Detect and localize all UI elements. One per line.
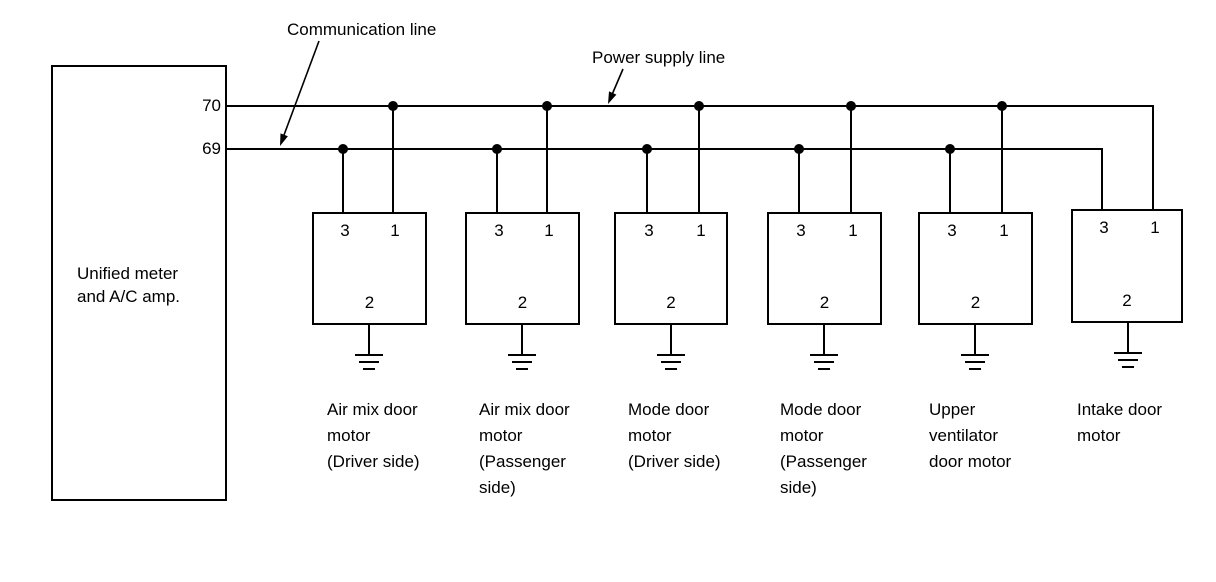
pin-69-label: 69 [202,139,221,158]
pin-2-label: 2 [1122,291,1132,310]
junction-dot [997,101,1007,111]
pin-1-label: 1 [390,221,400,240]
junction-dot [542,101,552,111]
unified-meter-label: Unified meter and A/C amp. [77,264,181,306]
junction-dot [794,144,804,154]
pin-1-label: 1 [999,221,1009,240]
pin-2-label: 2 [517,293,528,312]
pin3-wire [646,148,648,213]
pin-2-label: 2 [364,293,375,312]
pin-1-label: 1 [848,221,858,240]
pin-3-label: 3 [1099,218,1109,237]
pin1-wire [392,105,394,213]
pin-2-label: 2 [819,293,830,312]
motor-label: Upper ventilator door motor [929,400,1012,471]
power-arrow-head [608,91,617,104]
ground-symbol [354,325,384,371]
pin3-wire [342,148,344,213]
pin-1-label: 1 [696,221,706,240]
power-arrow-line [610,68,624,98]
motor-label: Mode door motor (Passenger side) [780,400,867,497]
pin-3-label: 3 [947,221,957,240]
junction-dot [694,101,704,111]
ground-symbol [1113,323,1143,369]
communication-line [226,148,1103,150]
communication-line-vertical [1101,148,1103,211]
motor-label: Intake door motor [1077,400,1163,445]
pin3-wire [949,148,951,213]
motor-box-mode-driver: 3 1 2 [614,212,728,325]
pin-3-label: 3 [644,221,654,240]
junction-dot [492,144,502,154]
pin1-wire [546,105,548,213]
unified-meter-box [51,65,227,501]
pin3-wire [496,148,498,213]
motor-label: Mode door motor (Driver side) [628,400,721,471]
pin-1-label: 1 [1150,218,1160,237]
pin-3-label: 3 [494,221,504,240]
power-supply-line [226,105,1154,107]
junction-dot [846,101,856,111]
pin-2-label: 2 [666,293,676,312]
communication-arrow-head [280,133,288,146]
ground-symbol [809,325,839,371]
motor-label: Air mix door motor (Driver side) [327,400,420,471]
power-supply-line-annotation: Power supply line [592,48,726,67]
pin-1-label: 1 [544,221,554,240]
junction-dot [945,144,955,154]
motor-box-air-mix-driver: 3 1 2 [312,212,427,325]
motor-box-intake: 3 1 2 [1071,209,1183,323]
junction-dot [338,144,348,154]
junction-dot [388,101,398,111]
communication-arrow-line [283,40,320,136]
pin1-wire [698,105,700,213]
pin-70-label: 70 [202,96,221,115]
pin-3-label: 3 [340,221,350,240]
ground-symbol [656,325,686,371]
pin-3-label: 3 [796,221,806,240]
pin1-wire [850,105,852,213]
ground-symbol [960,325,990,371]
motor-box-upper-ventilator: 3 1 2 [918,212,1033,325]
pin3-wire [798,148,800,213]
junction-dot [642,144,652,154]
pin-2-label: 2 [970,293,981,312]
motor-label: Air mix door motor (Passenger side) [479,400,570,497]
communication-line-annotation: Communication line [287,20,437,39]
power-supply-line-vertical [1152,105,1154,211]
motor-box-mode-passenger: 3 1 2 [767,212,882,325]
ground-symbol [507,325,537,371]
motor-box-air-mix-passenger: 3 1 2 [465,212,580,325]
pin1-wire [1001,105,1003,213]
